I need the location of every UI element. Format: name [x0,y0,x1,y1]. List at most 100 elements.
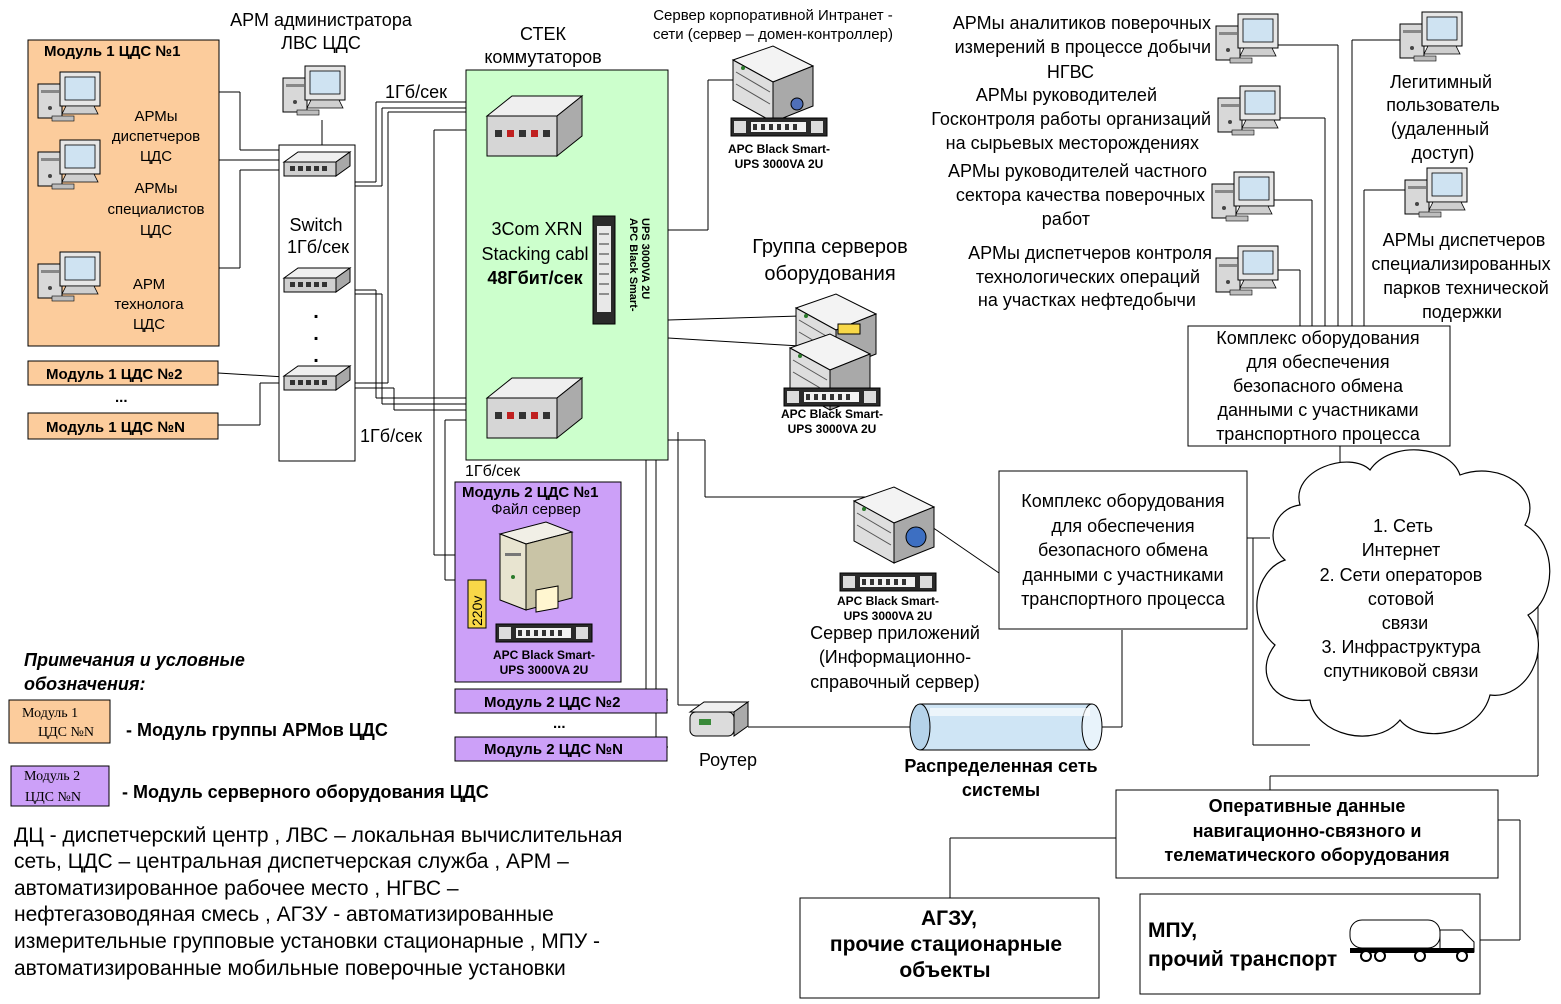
switch-icon-3 [283,365,351,391]
stack-ups-l1: APC Black Smart- [627,218,639,312]
cloud-l6: 3. Инфраструктура [1321,637,1481,657]
equip-ups-l2: UPS 3000VA 2U [788,422,877,436]
abbrev-l2: сеть, ЦДС – центральная диспетчерская сл… [14,850,569,873]
complex-right-l3: безопасного обмена [1233,376,1404,396]
app-ups-l1: APC Black Smart- [837,594,939,608]
app-server-globe-icon [905,526,927,548]
arm1-l2: диспетчеров [112,128,200,145]
switch-dot-1: . [313,301,319,323]
cloud-l3: 2. Сети операторов [1320,565,1483,585]
arm-g1-l3: НГВС [1047,62,1094,82]
intranet-ups-l2: UPS 3000VA 2U [735,157,824,171]
complex-mid-l2: для обеспечения [1051,516,1194,536]
intranet-server-icon [732,45,814,123]
legend-m2-swatch-l2: ЦДС №N [25,790,81,805]
stack-title-l2: коммутаторов [484,47,601,67]
network-cylinder [909,703,1103,751]
module2-nN-label: Модуль 2 ЦДС №N [484,741,623,758]
module1-n2-box [27,360,219,386]
stack-cable-l2: Stacking cabl [481,244,588,264]
cloud-l4: сотовой [1368,589,1434,609]
arm-g2-l2: Госконтроля работы организаций [931,109,1211,129]
app-server-l2: (Информационно- [819,647,971,667]
arm-g4-l2: технологических операций [976,267,1200,287]
equip-group-l2: оборудования [764,263,895,285]
abbrev-l5: измерительные групповые установки стацио… [14,930,600,953]
complex-mid-l1: Комплекс оборудования [1021,491,1224,511]
pc-icon-oil-dispatchers [1215,245,1279,296]
agzu-l1: АГЗУ, [921,907,977,930]
equip-ups-l1: APC Black Smart- [781,407,883,421]
switch-icon-1 [283,151,351,177]
arm-g2-l1: АРМы руководителей [976,85,1157,105]
oper-box [1115,789,1499,879]
module2-ups-l1: APC Black Smart- [493,648,595,662]
switch-column [278,144,356,462]
legend-m2-swatch-l1: Модуль 2 [24,769,80,784]
complex-right-l2: для обеспечения [1246,352,1389,372]
arm-g4-l3: на участках нефтедобычи [978,290,1196,310]
stack-ups-vertical-icon [592,215,616,325]
legend-m1-swatch-l2: ЦДС №N [38,725,94,740]
oper-l2: навигационно-связного и [1193,821,1422,841]
module2-volt-tag: 220v [467,579,487,629]
agzu-l3: объекты [899,959,990,982]
equip-server-accent [837,323,861,335]
mpu-l1: МПУ, [1148,919,1197,942]
internet-cloud [1256,449,1551,737]
arm-g3-l1: АРМы руководителей частного [948,161,1207,181]
admin-title-l2: ЛВС ЦДС [281,33,361,53]
complex-mid-l5: транспортного процесса [1021,589,1226,609]
legend-m1-text: - Модуль группы АРМов ЦДС [126,720,388,740]
module2-n2-label: Модуль 2 ЦДС №2 [484,694,620,711]
stack-cable-l1: 3Com XRN [491,219,582,239]
pc-icon-analysts [1215,13,1279,64]
arm-g3-l2: сектора качества поверочных [956,185,1205,205]
module1-n2-label: Модуль 1 ЦДС №2 [46,366,182,383]
parks-l3: парков технической [1383,278,1549,298]
parks-l4: подержки [1422,302,1502,322]
intranet-user-icon [790,97,804,111]
module2-subtitle: Файл сервер [491,501,581,518]
speed-top: 1Гб/сек [385,82,447,102]
pc-icon-parks [1404,167,1468,218]
mpu-l2: прочий транспорт [1148,948,1337,971]
file-server-icon [498,521,574,613]
parks-l2: специализированных [1371,254,1550,274]
admin-title-l1: АРМ администратора [230,10,413,30]
module1-ellipsis: ... [115,389,128,406]
legit-l3: (удаленный [1391,119,1489,139]
intranet-ups-l1: APC Black Smart- [728,142,830,156]
tanker-truck-icon [1349,919,1475,962]
module1-nN-label: Модуль 1 ЦДС №N [46,419,185,436]
legend-m2-text: - Модуль серверного оборудования ЦДС [122,782,489,802]
equip-group-l1: Группа серверов [752,236,908,258]
arm2-l3: ЦДС [140,222,172,239]
legend-title-l2: обозначения: [24,674,145,694]
complex-mid-l4: данными с участниками [1022,565,1223,585]
module2-ellipsis: ... [553,715,566,732]
pc-icon-state-control [1217,85,1281,136]
router-icon [688,701,750,737]
cloud-l2: Интернет [1362,540,1441,560]
app-server-l1: Сервер приложений [810,623,980,643]
module2-nN-box [454,736,668,762]
arm2-l2: специалистов [108,201,205,218]
legend-title-l1: Примечания и условные [24,650,245,670]
arm-g3-l3: работ [1042,209,1090,229]
arm-g4-l1: АРМы диспетчеров контроля [968,243,1212,263]
oper-l3: телематического оборудования [1164,845,1449,865]
complex-mid-box [998,470,1248,630]
complex-right-l4: данными с участниками [1217,400,1418,420]
equip-ups-icon [783,387,881,407]
switch-dot-2: . [313,323,319,345]
module2-ups-l2: UPS 3000VA 2U [500,663,589,677]
pc-icon-private-sector [1211,171,1275,222]
abbrev-l6: автоматизированные мобильные поверочные … [14,957,566,980]
arm1-l1: АРМы [134,108,177,125]
complex-right-l1: Комплекс оборудования [1216,328,1419,348]
agzu-box [799,897,1100,999]
intranet-ups-icon [730,117,828,137]
module1-title: Модуль 1 ЦДС №1 [44,43,180,60]
svg-text:220v: 220v [469,596,485,626]
